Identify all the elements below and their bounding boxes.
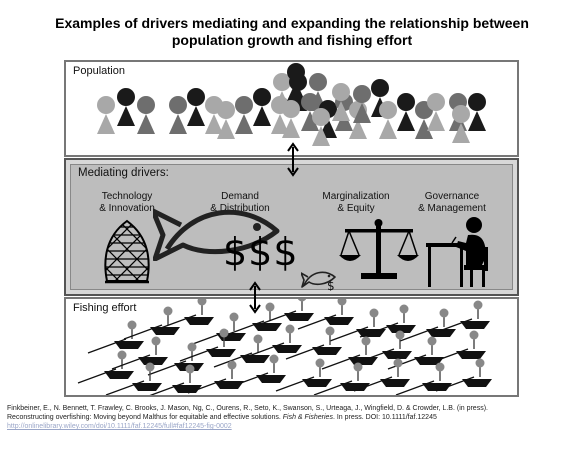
double-arrow-top-icon bbox=[287, 142, 299, 177]
boat-icon bbox=[313, 362, 370, 395]
boat-icon bbox=[229, 354, 286, 388]
drivers-inner-box: Mediating drivers: Technology & Innovati… bbox=[67, 164, 513, 291]
boat-icon bbox=[123, 306, 180, 340]
person-icon bbox=[235, 96, 253, 134]
person-icon bbox=[379, 101, 397, 139]
boat-icon bbox=[245, 324, 302, 358]
person-icon bbox=[301, 93, 319, 131]
boat-icon bbox=[187, 360, 244, 394]
citation-doi: . In press. DOI: 10.1111/faf.12245 bbox=[332, 414, 437, 421]
person-icon bbox=[97, 96, 115, 134]
person-icon bbox=[427, 93, 445, 131]
person-icon bbox=[353, 85, 371, 123]
boat-icon bbox=[157, 299, 214, 330]
fishing-effort-panel: Fishing effort bbox=[64, 297, 519, 397]
fishing-effort-label: Fishing effort bbox=[73, 302, 137, 314]
small-dollar: $ bbox=[327, 279, 335, 291]
boat-icon bbox=[429, 330, 486, 364]
person-at-desk-icon bbox=[426, 217, 488, 287]
person-icon bbox=[468, 93, 486, 131]
boat-icon bbox=[433, 300, 490, 334]
person-icon bbox=[187, 88, 205, 126]
citation: Finkbeiner, E., N. Bennett, T. Frawley, … bbox=[7, 404, 581, 431]
person-icon bbox=[253, 88, 271, 126]
driver-demand-line1: Demand bbox=[221, 191, 259, 202]
person-icon bbox=[282, 100, 300, 138]
driver-governance-line1: Governance bbox=[424, 191, 480, 202]
driver-marginalization-line1: Marginalization bbox=[322, 191, 390, 202]
boat-icon bbox=[257, 299, 314, 326]
person-icon bbox=[217, 101, 235, 139]
fish-outline-icon bbox=[153, 208, 280, 261]
boat-icon bbox=[225, 302, 282, 336]
driver-technology-line2: & Innovation bbox=[99, 203, 155, 214]
driver-technology-line1: Technology bbox=[101, 191, 153, 202]
title-line-1: Examples of drivers mediating and expand… bbox=[55, 15, 529, 31]
balance-scale-icon bbox=[339, 219, 419, 279]
title-line-2: population growth and fishing effort bbox=[171, 32, 413, 48]
driver-governance-label: Governance & Management bbox=[392, 191, 512, 215]
driver-demand-line2: & Distribution bbox=[210, 203, 270, 214]
boat-icon bbox=[105, 362, 162, 395]
drivers-label: Mediating drivers: bbox=[78, 167, 169, 179]
boat-icon bbox=[87, 320, 144, 354]
boat-icon bbox=[435, 358, 492, 392]
fishing-boats-icon bbox=[77, 299, 492, 395]
citation-line-1: Finkbeiner, E., N. Bennett, T. Frawley, … bbox=[7, 405, 488, 412]
citation-link[interactable]: http://onlinelibrary.wiley.com/doi/10.11… bbox=[7, 423, 232, 430]
driver-marginalization-line2: & Equity bbox=[337, 203, 375, 214]
boat-icon bbox=[395, 362, 452, 395]
small-fish-dollar-icon: $ bbox=[301, 271, 336, 291]
population-people-icon bbox=[97, 63, 486, 146]
driver-demand-label: Demand & Distribution bbox=[180, 191, 300, 215]
citation-text: Reconstructing overfishing: Moving beyon… bbox=[7, 414, 283, 421]
person-icon bbox=[332, 83, 350, 121]
fishing-net-icon bbox=[104, 219, 150, 284]
boat-icon bbox=[359, 304, 416, 338]
boat-icon bbox=[297, 299, 354, 330]
person-icon bbox=[287, 63, 305, 101]
figure-title: Examples of drivers mediating and expand… bbox=[0, 15, 584, 49]
boat-icon bbox=[111, 336, 168, 370]
boat-icon bbox=[355, 330, 412, 364]
population-panel: Population bbox=[64, 60, 519, 157]
person-icon bbox=[117, 88, 135, 126]
driver-marginalization-label: Marginalization & Equity bbox=[296, 191, 416, 215]
double-arrow-bottom-icon bbox=[249, 281, 261, 314]
boat-icon bbox=[399, 308, 456, 342]
person-icon bbox=[137, 96, 155, 134]
citation-journal: Fish & Fisheries bbox=[282, 414, 333, 421]
boat-icon bbox=[179, 328, 236, 362]
driver-technology-label: Technology & Innovation bbox=[67, 191, 187, 215]
driver-governance-line2: & Management bbox=[418, 203, 486, 214]
boat-icon bbox=[285, 326, 342, 360]
population-label: Population bbox=[73, 65, 125, 77]
boat-icon bbox=[275, 358, 332, 392]
dollar-signs: $$$ bbox=[223, 230, 299, 274]
boat-icon bbox=[77, 350, 134, 384]
mediating-drivers-panel: Mediating drivers: Technology & Innovati… bbox=[64, 158, 519, 296]
person-icon bbox=[397, 93, 415, 131]
person-icon bbox=[452, 105, 470, 143]
boat-icon bbox=[353, 358, 410, 392]
person-icon bbox=[169, 96, 187, 134]
boat-icon bbox=[387, 336, 444, 370]
citation-line-2: Reconstructing overfishing: Moving beyon… bbox=[7, 413, 581, 422]
person-icon bbox=[312, 108, 330, 146]
